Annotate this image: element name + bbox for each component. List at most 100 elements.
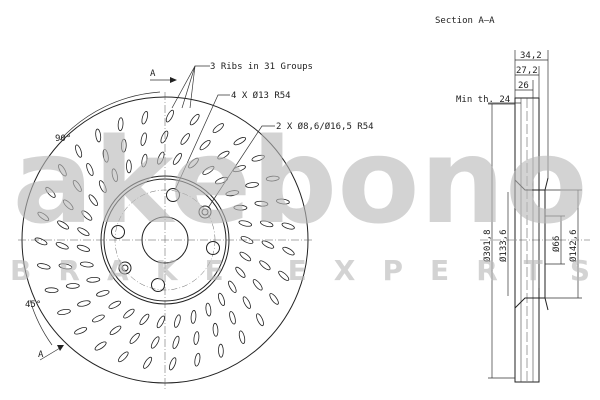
ventilation-slot <box>238 220 253 227</box>
ventilation-slot <box>233 136 247 146</box>
ventilation-slot <box>44 287 59 294</box>
ventilation-slot <box>281 222 295 230</box>
front-view: 90° 45° A A 3 Ribs in 31 Groups 4 X Ø13 … <box>18 62 374 390</box>
ventilation-slot <box>202 165 215 175</box>
ventilation-slot <box>102 148 109 163</box>
ventilation-slot <box>228 280 237 293</box>
small-hole-outer <box>118 261 132 275</box>
ventilation-slot <box>109 325 122 336</box>
ventilation-slot <box>77 227 90 237</box>
ventilation-slot <box>212 322 219 337</box>
small-holes-leader <box>207 125 275 209</box>
ventilation-slot <box>88 194 98 207</box>
ventilation-slot <box>57 220 70 230</box>
min-thickness-label: Min th. 24 <box>456 95 510 105</box>
ventilation-slot <box>75 144 83 158</box>
ventilation-slot <box>98 180 107 194</box>
small-holes <box>118 205 212 275</box>
ventilation-slot <box>111 168 118 182</box>
ventilation-slot <box>141 153 148 168</box>
ventilation-slot <box>259 260 271 271</box>
disc-section-profile <box>514 97 540 383</box>
hat-profile <box>514 177 549 311</box>
small-hole-inner <box>121 264 129 272</box>
ventilation-slot <box>139 313 150 326</box>
ventilation-slot <box>120 138 127 153</box>
ventilation-slot <box>174 314 181 328</box>
ribs-leader-2 <box>181 65 196 109</box>
bore-diameter-label: Ø66 <box>551 236 562 252</box>
section-arrow-top <box>170 77 177 83</box>
ventilation-slot <box>57 308 71 316</box>
ventilation-slot <box>58 263 73 270</box>
ventilation-slot <box>58 164 67 177</box>
ventilation-slot <box>180 133 190 145</box>
ventilation-slot <box>276 198 290 205</box>
ventilation-slot <box>239 251 252 262</box>
section-label-bottom: A <box>38 350 44 360</box>
section-marker-bottom <box>39 347 61 361</box>
ventilation-slot <box>217 150 230 160</box>
ventilation-slot <box>245 182 259 188</box>
ventilation-slot <box>269 293 279 305</box>
ventilation-slot <box>79 261 94 268</box>
ventilation-slot <box>189 113 200 126</box>
bolt-holes-leader <box>174 94 230 191</box>
ventilation-slot <box>252 279 263 291</box>
ventilation-slot <box>123 308 135 319</box>
ventilation-slot <box>194 352 201 367</box>
friction-width-label: 26 <box>518 81 529 91</box>
ventilation-slot <box>140 132 147 146</box>
small-hole-outer <box>198 205 212 219</box>
ventilation-slot <box>218 292 225 307</box>
ventilation-slot <box>205 302 212 317</box>
ventilation-slot <box>238 330 246 344</box>
ventilation-slot <box>242 296 251 309</box>
ventilation-slot <box>212 123 224 134</box>
ventilation-slot <box>232 165 246 173</box>
ventilation-slot <box>72 180 82 192</box>
ventilation-slot <box>45 186 56 198</box>
small-hole-inner <box>201 208 209 216</box>
ventilation-slot <box>74 327 88 335</box>
small-holes-callout: 2 X Ø8,6/Ø16,5 R54 <box>276 121 374 132</box>
ventilation-slot <box>62 199 74 211</box>
ventilation-slot <box>65 283 80 289</box>
ventilation-slot <box>225 190 240 197</box>
section-arrow-bottom <box>57 345 64 351</box>
outer-diameter-label: Ø301,8 <box>482 229 493 262</box>
bolt-holes-callout: 4 X Ø13 R54 <box>231 90 291 101</box>
angle-arc-bottom <box>29 299 53 346</box>
ventilation-slot <box>265 175 280 182</box>
ventilation-slot <box>37 263 51 270</box>
bolt-holes <box>111 188 220 292</box>
ventilation-slot <box>233 204 248 211</box>
section-title: Section A–A <box>435 16 495 26</box>
ventilation-slot <box>193 331 200 345</box>
ventilation-slot <box>95 128 102 143</box>
ventilation-slot <box>81 210 93 221</box>
ventilation-slot <box>34 237 48 246</box>
ventilation-slot <box>190 310 197 324</box>
ventilation-slot <box>108 300 122 309</box>
ventilation-slots <box>34 109 295 371</box>
ventilation-slot <box>188 157 199 169</box>
ventilation-slot <box>55 242 69 250</box>
angle-label-top: 90° <box>55 134 71 144</box>
ventilation-slot <box>126 159 132 174</box>
ventilation-slot <box>160 130 169 144</box>
ventilation-slot <box>86 276 101 283</box>
ventilation-slot <box>165 109 174 123</box>
ventilation-slot <box>229 311 236 325</box>
ventilation-slot <box>251 154 265 162</box>
ventilation-slot <box>76 244 90 252</box>
bolt-hole <box>206 241 220 255</box>
ventilation-slot <box>256 313 264 327</box>
ventilation-slot <box>96 290 110 297</box>
ventilation-slot <box>240 236 254 244</box>
ventilation-slot <box>235 266 246 278</box>
ventilation-slot <box>77 300 91 307</box>
ventilation-slot <box>92 314 105 323</box>
ventilation-slot <box>157 151 165 165</box>
